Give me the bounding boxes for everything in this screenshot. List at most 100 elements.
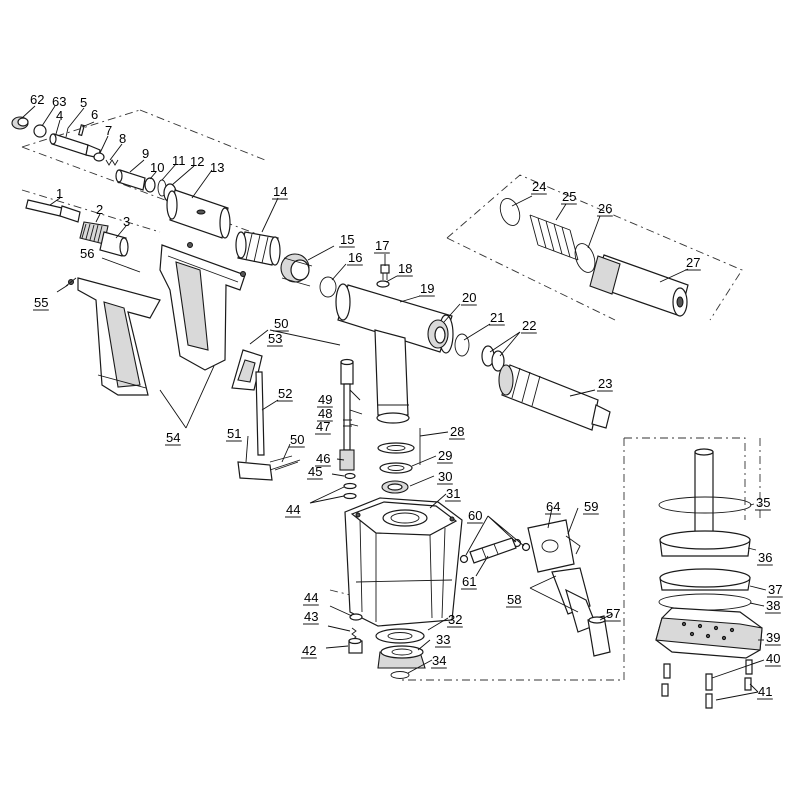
- part-62-cap: [11, 116, 29, 130]
- part-49-48-47-valve-stem: [340, 358, 354, 451]
- part-23-piston: [498, 364, 611, 431]
- part-label-29: 29: [438, 448, 452, 463]
- part-label-26: 26: [598, 201, 612, 216]
- part-label-18: 18: [398, 261, 412, 276]
- part-label-47: 47: [316, 419, 330, 434]
- part-label-39: 39: [766, 630, 780, 645]
- part-57-fitting: [587, 615, 611, 657]
- part-14-sleeve: [235, 231, 281, 266]
- part-8-spring: [105, 159, 119, 166]
- part-label-61: 61: [462, 574, 476, 589]
- part-label-54: 54: [166, 430, 180, 445]
- part-label-60: 60: [468, 508, 482, 523]
- part-27-cylinder: [589, 254, 689, 317]
- part-label-5: 5: [80, 95, 87, 110]
- part-label-10: 10: [150, 160, 164, 175]
- part-label-57: 57: [606, 606, 620, 621]
- part-1-jaw-case: [25, 199, 81, 223]
- part-label-31: 31: [446, 486, 460, 501]
- part-5-pin: [65, 127, 69, 138]
- part-label-50b: 50: [290, 432, 304, 447]
- part-21-oring: [454, 333, 470, 357]
- part-50-pin-bottom: [269, 455, 299, 471]
- part-46-valve: [339, 449, 355, 471]
- part-61-spool: [469, 537, 517, 564]
- part-label-38: 38: [766, 598, 780, 613]
- part-label-24: 24: [532, 179, 546, 194]
- part-label-15: 15: [340, 232, 354, 247]
- part-13-frame-head: [166, 189, 231, 239]
- part-label-49: 49: [318, 392, 332, 407]
- part-label-28: 28: [450, 424, 464, 439]
- part-label-58: 58: [507, 592, 521, 607]
- part-label-27: 27: [686, 255, 700, 270]
- part-29b-washer: [379, 462, 413, 474]
- part-label-56: 56: [80, 246, 94, 261]
- part-label-63: 63: [52, 94, 66, 109]
- part-label-20: 20: [462, 290, 476, 305]
- part-51-lever: [237, 459, 301, 481]
- part-label-16: 16: [348, 250, 362, 265]
- part-label-43: 43: [304, 609, 318, 624]
- part-label-44b: 44: [304, 590, 318, 605]
- part-label-48: 48: [318, 406, 332, 421]
- part-label-40: 40: [766, 651, 780, 666]
- part-label-34: 34: [432, 653, 446, 668]
- part-label-45: 45: [308, 464, 322, 479]
- part-40-41-screws: [661, 659, 753, 709]
- part-44-washer-lower: [349, 613, 363, 621]
- part-label-46: 46: [316, 451, 330, 466]
- part-label-22: 22: [522, 318, 536, 333]
- part-label-62: 62: [30, 92, 44, 107]
- part-label-42: 42: [302, 643, 316, 658]
- part-label-32: 32: [448, 612, 462, 627]
- part-7-spring: [93, 152, 105, 162]
- part-32-washer: [375, 628, 425, 644]
- part-39-base: [655, 607, 763, 659]
- part-35-tube-seal: [658, 448, 752, 543]
- part-30-seal: [381, 480, 409, 494]
- part-52-rod: [255, 371, 265, 456]
- part-50-pin-top: [269, 329, 341, 346]
- part-label-36: 36: [758, 550, 772, 565]
- part-26-oring: [574, 243, 596, 273]
- part-label-44a: 44: [286, 502, 300, 517]
- part-3-sleeve: [99, 231, 129, 257]
- part-label-19: 19: [420, 281, 434, 296]
- part-20-ring: [427, 319, 449, 349]
- part-label-52: 52: [278, 386, 292, 401]
- part-label-17: 17: [375, 238, 389, 253]
- part-10-ring: [144, 177, 156, 193]
- part-59-clip: [565, 535, 581, 555]
- part-label-23: 23: [598, 376, 612, 391]
- part-label-41: 41: [758, 684, 772, 699]
- part-31-cylinder-block: [344, 497, 463, 627]
- part-45-ring: [344, 472, 356, 480]
- part-60-seals: [459, 538, 531, 564]
- part-54-handle-right: [159, 242, 246, 371]
- part-15-nut: [280, 253, 313, 287]
- assembly-guides: [21, 109, 761, 681]
- part-label-51: 51: [227, 426, 241, 441]
- leader-lines: [21, 105, 767, 701]
- part-4-nosepiece: [49, 133, 101, 159]
- part-label-55: 55: [34, 295, 48, 310]
- part-label-30: 30: [438, 469, 452, 484]
- part-29-washer: [377, 442, 415, 454]
- part-56-55-handle-left: [65, 277, 161, 396]
- part-24-oring: [499, 198, 521, 226]
- part-label-7: 7: [105, 123, 112, 138]
- part-18-washer: [376, 280, 390, 288]
- part-label-3: 3: [123, 214, 130, 229]
- part-44-washers-upper: [343, 482, 357, 500]
- part-6-pin: [78, 124, 85, 137]
- part-label-9: 9: [142, 146, 149, 161]
- part-64-plate: [527, 519, 575, 573]
- part-label-2: 2: [96, 202, 103, 217]
- part-label-13: 13: [210, 160, 224, 175]
- part-label-14: 14: [273, 184, 287, 199]
- part-label-25: 25: [562, 189, 576, 204]
